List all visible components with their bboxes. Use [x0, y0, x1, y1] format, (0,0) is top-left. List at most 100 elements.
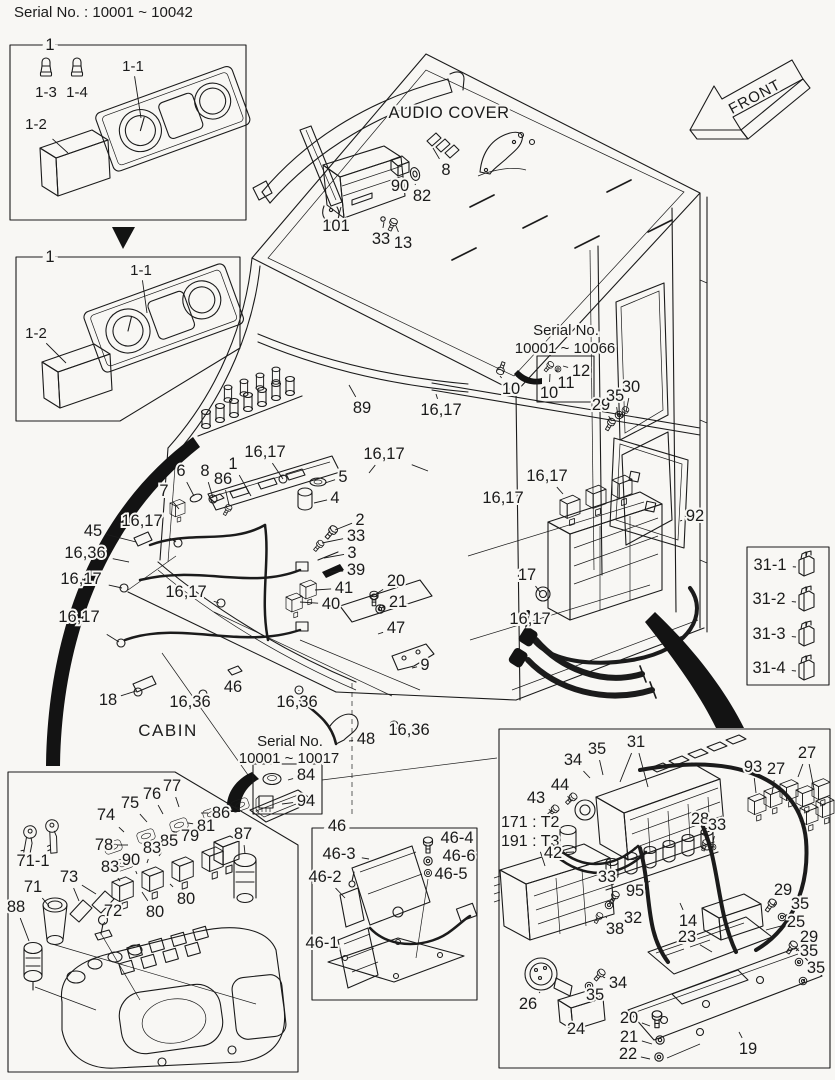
callout-46-2: 46-2 [308, 868, 341, 886]
callout-31: 31 [627, 733, 645, 751]
leader-line [647, 880, 651, 883]
leader-line [380, 606, 386, 609]
callout-14: 14 [679, 912, 697, 930]
roof-hatch-marks [451, 131, 673, 261]
leader-line [783, 914, 788, 918]
callout-75: 75 [121, 794, 139, 812]
inset-box-fuses [746, 546, 830, 686]
callout-6: 6 [176, 462, 185, 480]
callout-33: 33 [598, 868, 616, 886]
callout-28: 28 [691, 810, 709, 828]
callout-8: 8 [200, 462, 209, 480]
radio-bracket [380, 132, 460, 233]
leader-line [702, 829, 707, 841]
leader-line [368, 464, 376, 474]
callout-80: 80 [177, 890, 195, 908]
leader-line [52, 138, 69, 154]
leader-line [771, 780, 775, 795]
leader-line [638, 752, 649, 788]
callout-41: 41 [335, 579, 353, 597]
callout-32: 32 [624, 909, 642, 927]
callout-audio-cover: AUDIO COVER [388, 104, 509, 122]
leader-line [602, 976, 606, 979]
callout-42: 42 [544, 844, 562, 862]
leader-line [172, 501, 180, 510]
callout-30: 30 [622, 378, 640, 396]
callout-86: 86 [212, 804, 230, 822]
callout-20: 20 [620, 1009, 638, 1027]
callout-46-3: 46-3 [322, 845, 355, 863]
callout-85: 85 [160, 832, 178, 850]
leader-line [535, 585, 541, 593]
leader-line [499, 375, 502, 379]
callout-44: 44 [551, 776, 569, 794]
leader-line [106, 633, 120, 643]
leader-line [213, 600, 220, 604]
front-direction-arrow [689, 59, 811, 140]
leader-line [548, 808, 553, 813]
callout-16-36: 16,36 [276, 693, 317, 711]
callout-43: 43 [527, 789, 545, 807]
callout-46-6: 46-6 [442, 847, 475, 865]
leader-line [712, 835, 715, 843]
callout-10001-10066: 10001 ~ 10066 [515, 340, 616, 357]
leader-line [795, 947, 800, 952]
callout-2: 2 [355, 511, 364, 529]
callout-19: 19 [739, 1040, 757, 1058]
callout-31-3: 31-3 [752, 625, 785, 643]
leader-line [108, 584, 123, 589]
leader-line [187, 822, 194, 825]
callout-89: 89 [353, 399, 371, 417]
callout-35: 35 [606, 387, 624, 405]
leader-line [101, 921, 106, 927]
callout-71: 71 [24, 878, 42, 896]
callout-10: 10 [540, 384, 558, 402]
leader-line [808, 763, 815, 790]
callout-1-4: 1-4 [66, 84, 88, 101]
callout-7: 7 [159, 482, 168, 500]
callout-171-t2: 171 : T2 [501, 814, 560, 831]
leader-line [141, 891, 149, 902]
callout-1: 1 [45, 248, 54, 266]
leader-line [73, 887, 80, 902]
callout-31-4: 31-4 [752, 659, 785, 677]
callout-serial-no-10001-10042: Serial No. : 10001 ~ 10042 [14, 4, 193, 21]
callout-79: 79 [181, 827, 199, 845]
callout-81: 81 [197, 817, 215, 835]
callout-16-17: 16,17 [58, 608, 99, 626]
radio-unit [322, 145, 406, 219]
callout-35: 35 [791, 895, 809, 913]
leader-line [562, 365, 569, 368]
floor-platform [127, 501, 651, 701]
leader-line [41, 897, 50, 907]
leader-line [395, 225, 399, 233]
callout-16-17: 16,17 [121, 512, 162, 530]
callout-16-17: 16,17 [420, 401, 461, 419]
callout-35: 35 [588, 740, 606, 758]
cab-wireframe [127, 53, 708, 816]
leader-line [118, 826, 125, 833]
inset-box-cluster-current [15, 256, 244, 422]
leader-line [432, 147, 440, 160]
wiring-harness [116, 474, 399, 730]
callout-33: 33 [708, 816, 726, 834]
callout-16-36: 16,36 [388, 721, 429, 739]
callout-74: 74 [97, 806, 115, 824]
flow-arrows [46, 227, 744, 812]
leader-line [435, 393, 438, 400]
leader-line [797, 763, 804, 778]
inset-box-serial-10017 [252, 763, 323, 815]
callout-40: 40 [322, 595, 340, 613]
leader-line [169, 883, 174, 888]
leader-line [772, 900, 777, 907]
callout-16-36: 16,36 [169, 693, 210, 711]
leader-line [414, 183, 416, 186]
leader-line [171, 830, 178, 833]
callout-46-1: 46-1 [305, 934, 338, 952]
callout-1-1: 1-1 [122, 58, 144, 75]
callout-3: 3 [347, 544, 356, 562]
leader-line [556, 486, 564, 495]
leader-line [538, 991, 541, 994]
callout-25: 25 [787, 913, 805, 931]
